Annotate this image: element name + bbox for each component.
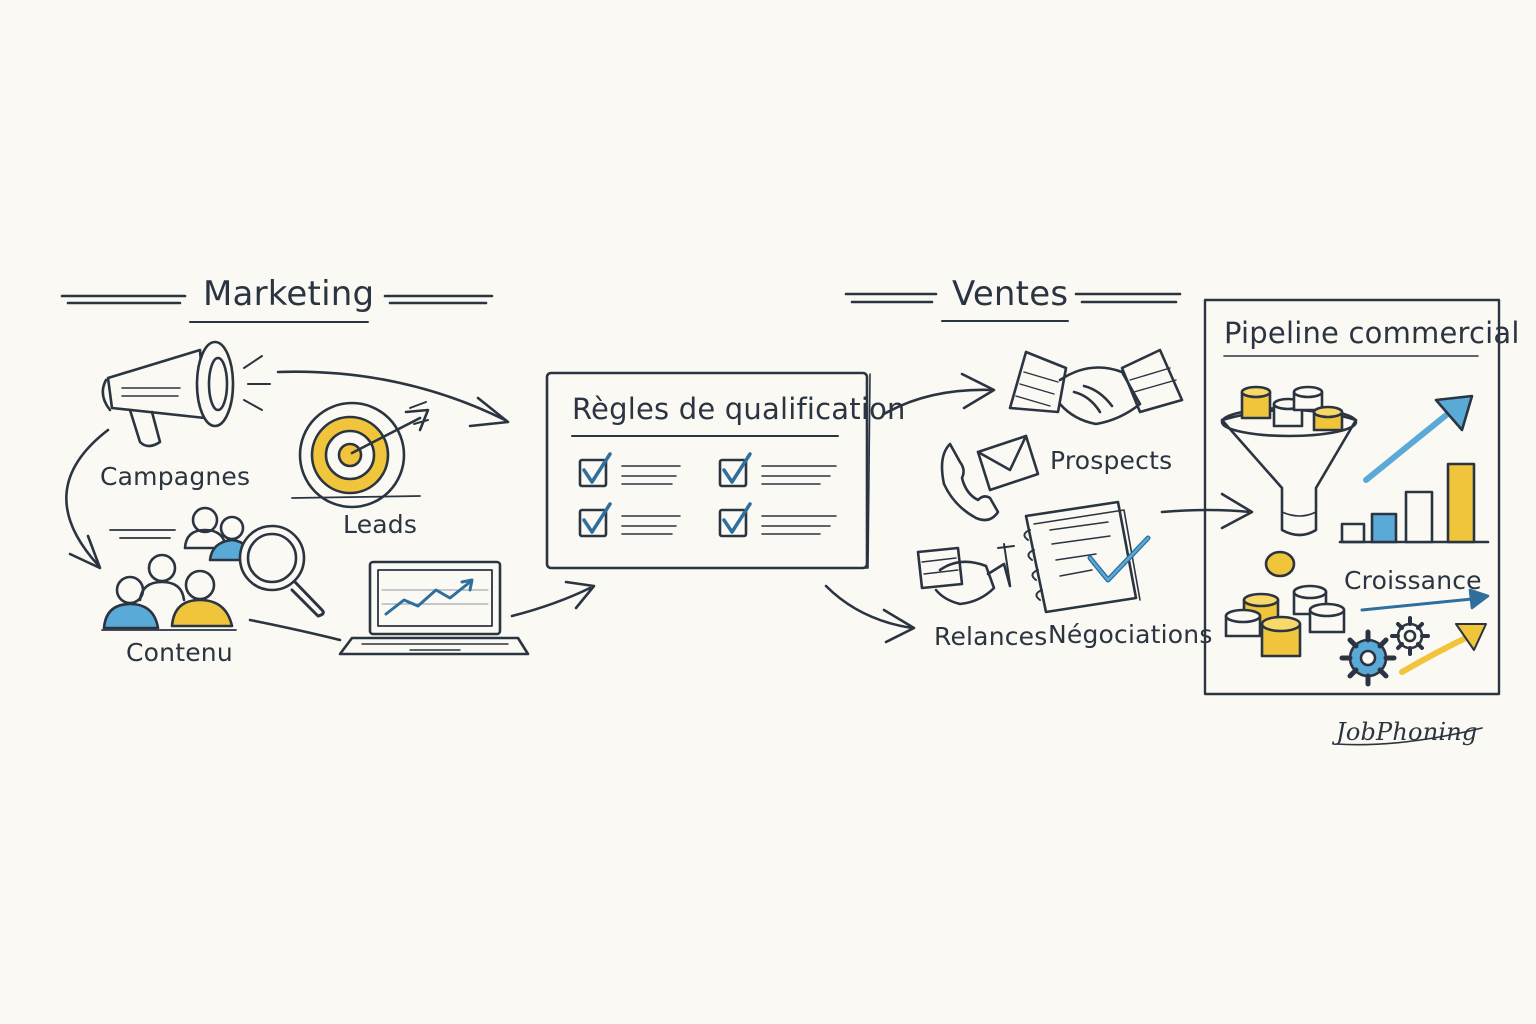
arrow-icon-croissance <box>1360 588 1490 612</box>
croissance-label: Croissance <box>1344 566 1482 595</box>
marketing-section-title: Marketing <box>203 274 375 314</box>
arrow-icon-to-pipeline <box>1160 492 1254 530</box>
qualification-title: Règles de qualification <box>572 392 906 426</box>
coins-icon-pile <box>1224 550 1346 658</box>
notebook-icon <box>1023 500 1151 614</box>
people-icon-top <box>109 506 254 562</box>
bar-chart-icon <box>1338 394 1490 544</box>
pipeline-title: Pipeline commercial <box>1224 316 1520 350</box>
target-icon <box>291 401 430 509</box>
arrow-icon-growth <box>1399 623 1487 675</box>
qualification-card <box>545 371 871 570</box>
magnifier-icon <box>238 524 325 618</box>
brand-logo: JobPhoning <box>1336 718 1478 746</box>
coins-icon-funnel <box>1240 385 1344 432</box>
prospects-label: Prospects <box>1050 446 1173 475</box>
gear-icon <box>1339 616 1430 687</box>
people-icon-bottom <box>101 553 237 631</box>
handshake-icon-bottom <box>916 543 1015 606</box>
arrow-icon-to-ventes <box>824 372 996 644</box>
megaphone-icon <box>101 340 271 448</box>
envelope-icon <box>976 434 1040 492</box>
leads-label: Leads <box>343 510 418 539</box>
pipeline-card <box>1203 298 1501 696</box>
ventes-header-rules <box>844 292 1182 322</box>
marketing-header-rules <box>60 294 494 323</box>
negociations-label: Négociations <box>1048 620 1213 649</box>
ventes-section-title: Ventes <box>952 274 1069 314</box>
campagnes-label: Campagnes <box>100 462 251 491</box>
contenu-label: Contenu <box>126 638 233 667</box>
brand-swash <box>1335 727 1483 746</box>
phone-icon <box>940 442 1000 522</box>
handshake-icon-top <box>1008 348 1184 426</box>
arrow-icon-marketing <box>65 370 596 642</box>
checkbox-icon <box>578 452 837 538</box>
laptop-icon <box>338 560 530 656</box>
relances-label: Relances <box>934 622 1048 651</box>
